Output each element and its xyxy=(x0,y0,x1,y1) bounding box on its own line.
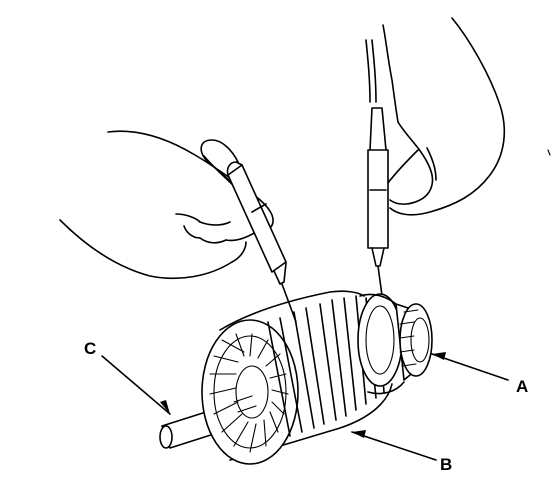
right-hand xyxy=(382,17,551,216)
left-probe xyxy=(200,139,297,323)
label-a: A xyxy=(516,377,528,396)
label-b: B xyxy=(440,455,452,474)
armature xyxy=(159,290,433,465)
leader-lines xyxy=(101,352,509,461)
right-probe xyxy=(365,39,389,311)
label-c: C xyxy=(84,339,96,358)
